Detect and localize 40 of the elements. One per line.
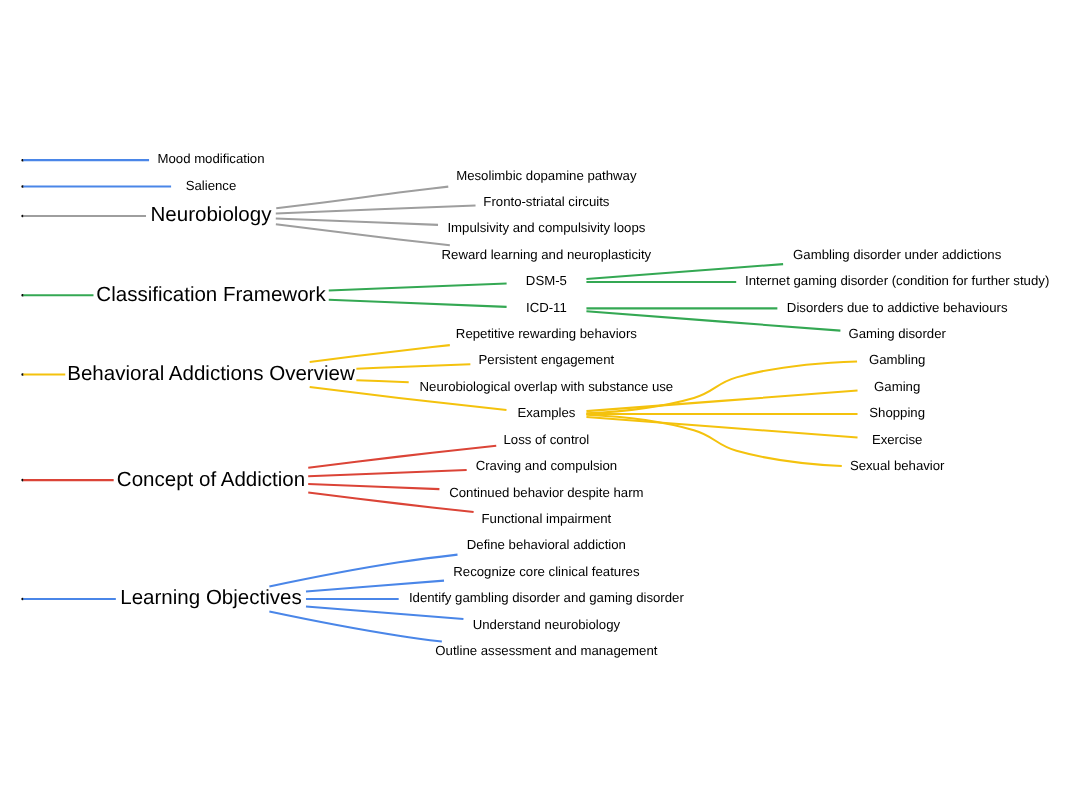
connector [23,293,94,296]
connector [309,384,507,410]
connector [23,372,66,375]
connector [356,362,471,369]
connector [586,388,858,412]
connector [23,213,146,216]
connector [308,468,467,477]
connector [23,478,114,481]
connector [305,578,445,592]
connector [586,306,778,309]
connector [23,597,116,600]
connector [23,184,172,187]
connector [586,412,858,415]
connector [308,490,474,513]
connector [269,552,458,587]
connector [328,297,507,307]
connector [586,262,784,280]
node-text: Learning Objectives [120,587,302,610]
node-text: Behavioral Addictions Overview [67,362,355,385]
connector [275,222,450,246]
connector [586,412,842,467]
connector [586,279,737,282]
connector [308,443,497,468]
connector [269,609,442,642]
connector [586,359,858,414]
connector [309,343,450,362]
node-text: Concept of Addiction [116,468,306,491]
connector [305,604,464,619]
connector [586,415,858,438]
connector [356,378,409,383]
connector [308,481,440,490]
node-text: Neurobiology [150,204,272,227]
connector [23,158,150,161]
connector [306,597,399,600]
connector [328,281,507,291]
connector [586,309,841,331]
node-text: Classification Framework [96,283,326,306]
connector [276,184,449,209]
connector [275,203,476,214]
connector [275,216,439,225]
